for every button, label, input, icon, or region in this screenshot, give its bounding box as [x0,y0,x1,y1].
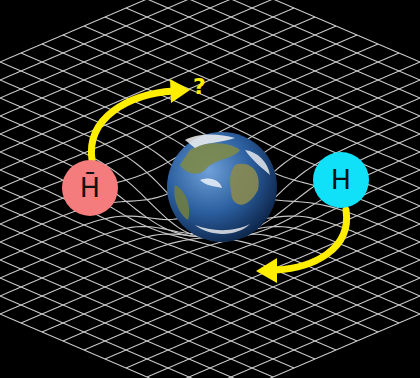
grid-line [0,80,420,296]
particle-circle: H [313,152,369,208]
grid-line [0,89,420,305]
grid-line [63,35,420,251]
grid-line [0,125,357,341]
grid-line [0,44,378,260]
grid-line [0,98,420,314]
earth [167,132,277,242]
grid-line [0,116,378,332]
grid-line [0,53,399,269]
grid-line [21,53,420,269]
grid-line [0,89,420,305]
motion-arrow [256,210,347,283]
particle-symbol: H [331,164,351,196]
grid-line [84,26,420,242]
grid-line [0,80,420,296]
particle-circle: H̄ [62,160,118,216]
grid-line [0,107,399,323]
grid-line [21,107,420,323]
grid-line [0,71,420,287]
grid-line [0,8,294,224]
grid-line [0,71,420,287]
particle-symbol: H̄ [80,172,100,204]
motion-arrow [91,79,190,160]
grid-line [0,98,420,314]
grid-line [0,161,273,377]
grid-line [42,44,420,260]
grid-line [42,116,420,332]
grid-line [0,152,294,368]
question-mark: ? [193,74,206,99]
